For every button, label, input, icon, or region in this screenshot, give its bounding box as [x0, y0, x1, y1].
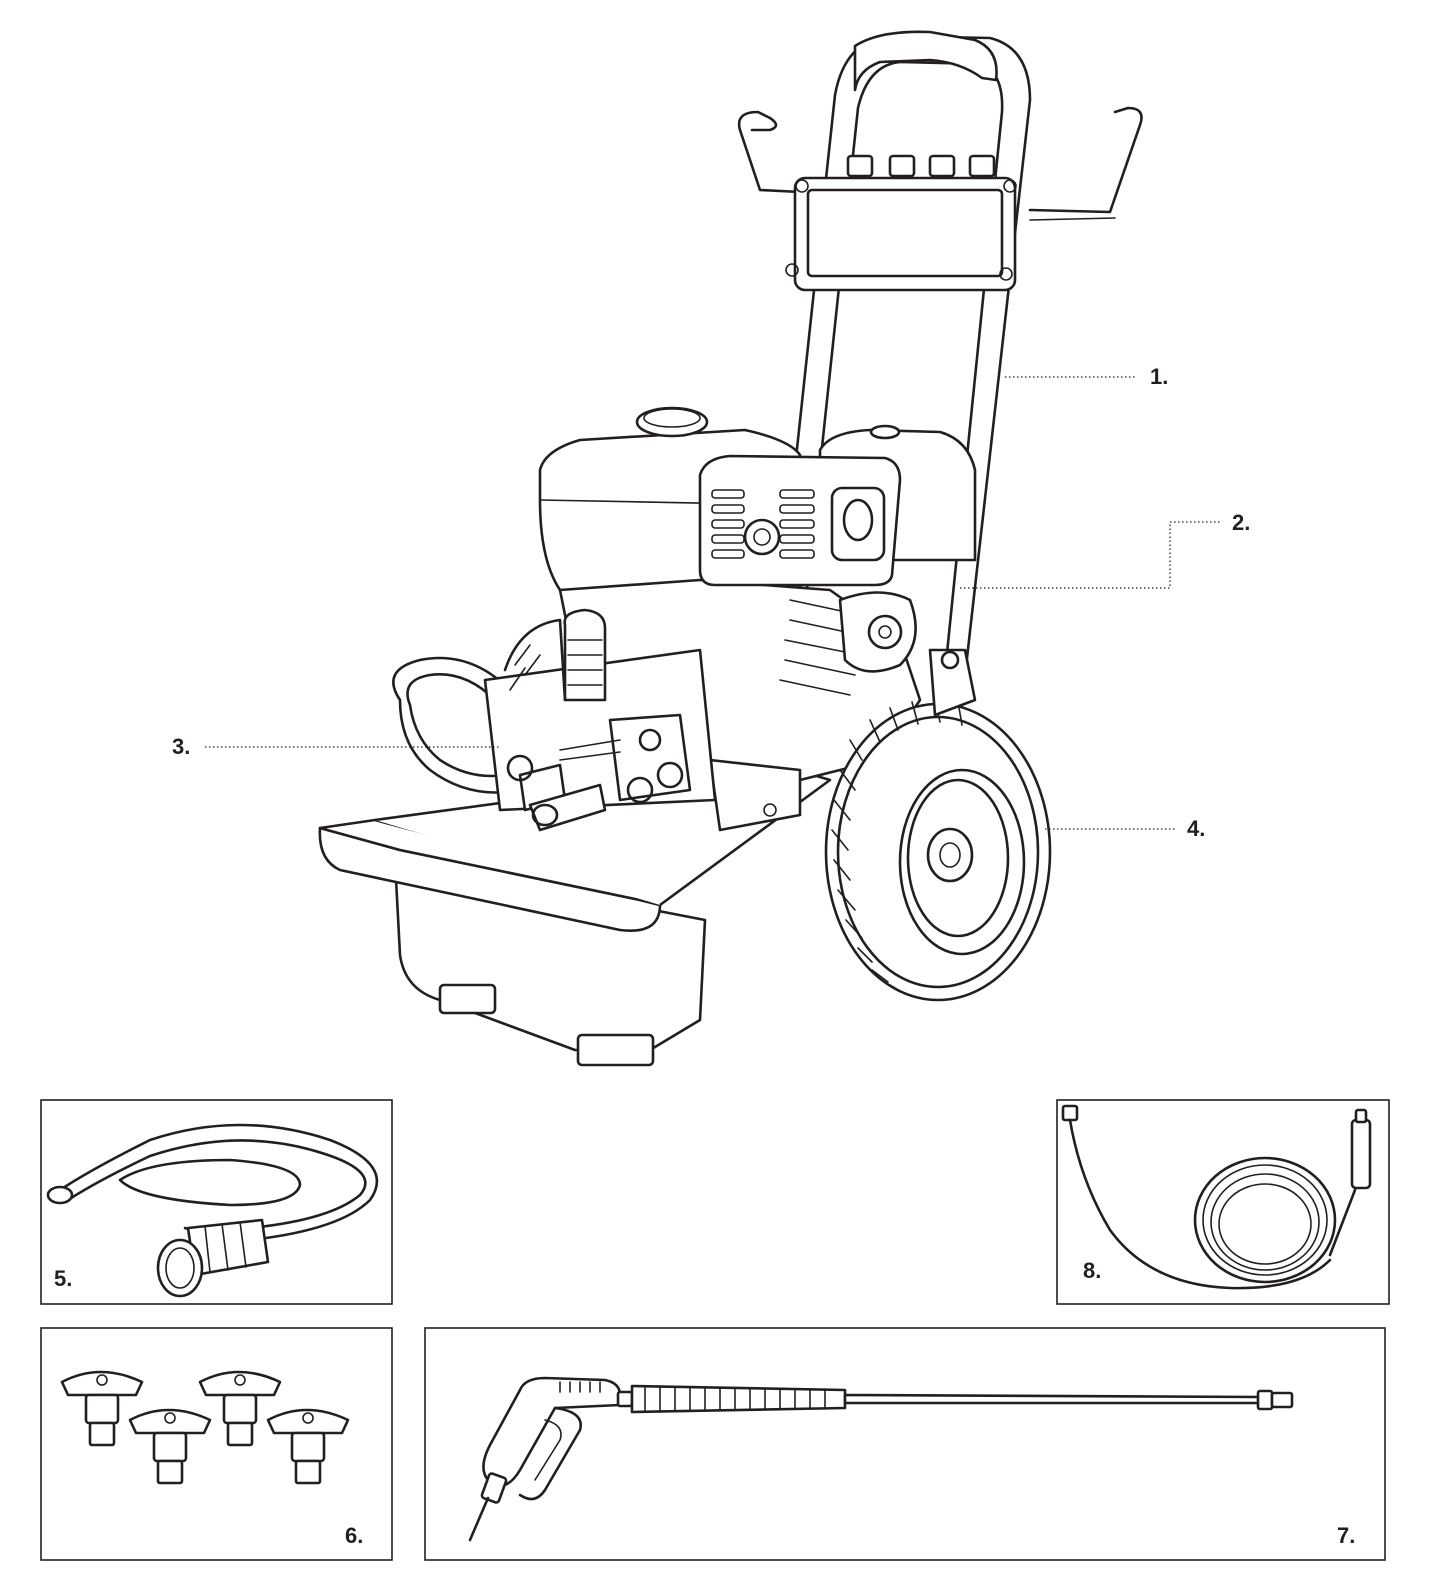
callout-4: 4. — [1187, 816, 1205, 841]
pressure-washer-assembly: 1. 2. 3. 4. — [172, 30, 1250, 1067]
nozzle-2 — [128, 1408, 212, 1485]
spray-gun-drawing — [468, 1376, 1294, 1542]
callout-2: 2. — [1232, 510, 1250, 535]
callout-7: 7. — [1337, 1523, 1355, 1548]
nozzle-4 — [266, 1408, 350, 1485]
nozzle-3 — [198, 1370, 282, 1447]
part-box-nozzles: 6. — [40, 1327, 393, 1561]
callout-3: 3. — [172, 734, 190, 759]
tire-tread — [831, 699, 963, 995]
high-pressure-hose-drawing — [1061, 1104, 1372, 1290]
callout-6: 6. — [345, 1523, 363, 1548]
pump-assembly — [392, 608, 717, 832]
shroud-vents — [711, 489, 815, 559]
callout-1: 1. — [1150, 364, 1168, 389]
part-box-suction-hose: 5. — [40, 1099, 393, 1305]
frame-handle — [737, 30, 1143, 724]
suction-hose-drawing — [46, 1123, 379, 1298]
engine — [538, 406, 977, 832]
part-box-high-pressure-hose: 8. — [1056, 1099, 1390, 1305]
nozzle-1 — [60, 1370, 144, 1447]
wheel — [824, 648, 1052, 1002]
callout-8: 8. — [1083, 1258, 1101, 1283]
leader-lines — [205, 376, 1220, 830]
part-box-spray-gun: 7. — [424, 1327, 1386, 1561]
callout-5: 5. — [54, 1266, 72, 1291]
